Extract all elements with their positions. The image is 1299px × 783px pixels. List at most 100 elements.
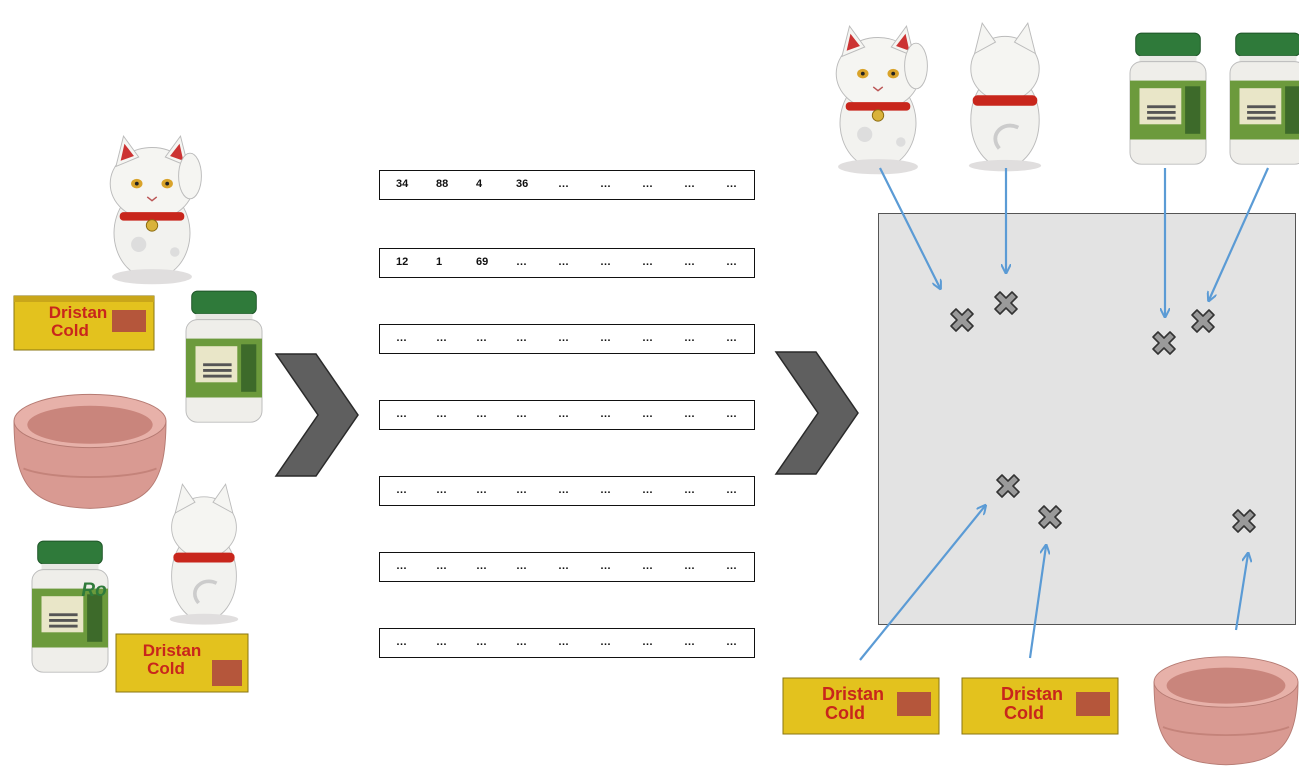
embedding-point (1152, 331, 1176, 355)
feature-vector-value: … (436, 560, 447, 572)
lucky-cat-front-image (109, 135, 203, 286)
feature-vector-value: … (600, 332, 611, 344)
feature-vector-value: … (726, 178, 737, 190)
box-small-label-line2: Cold (147, 659, 185, 678)
feature-vector-value: … (600, 636, 611, 648)
feature-vector-row: … … … … … … … … … (379, 628, 755, 658)
feature-vector-value: … (396, 636, 407, 648)
feature-vector-value: … (516, 332, 527, 344)
box-label-line2: Cold (51, 321, 89, 340)
feature-vector-value: … (476, 408, 487, 420)
input-objects-pile: Dristan Cold Ro Dristan Cold (13, 135, 263, 693)
feature-vector-value: … (726, 408, 737, 420)
feature-vector-value: … (684, 256, 695, 268)
feature-vector-value: … (726, 256, 737, 268)
feature-vector-value: 69 (476, 256, 489, 268)
feature-vector-value: … (436, 408, 447, 420)
feature-vector-value: … (558, 408, 569, 420)
feature-vector-value: … (600, 408, 611, 420)
feature-vector-value: 88 (436, 178, 449, 190)
feature-vector-value: … (600, 560, 611, 572)
feature-vector-value: … (558, 484, 569, 496)
box-bottom-label-line2: Cold (825, 703, 865, 723)
feature-vector-value: … (516, 636, 527, 648)
feature-vector-value: 12 (396, 256, 409, 268)
lucky-cat-back-image (168, 482, 240, 627)
chevron-right-icon-2 (775, 351, 859, 475)
feature-vector-value: … (558, 332, 569, 344)
feature-vector-value: … (436, 636, 447, 648)
feature-vector-value: … (516, 484, 527, 496)
feature-vector-value: … (436, 484, 447, 496)
feature-vector-value: … (642, 178, 653, 190)
bottle-label: Ro (81, 580, 106, 601)
feature-vector-value: … (476, 560, 487, 572)
feature-vector-value: 34 (396, 178, 409, 190)
feature-vector-value: … (558, 636, 569, 648)
cold-medicine-box-image: Dristan Cold (13, 295, 155, 351)
feature-vector-row: ……………………… (379, 476, 755, 506)
feature-vector-value: … (600, 484, 611, 496)
feature-vector-value: … (558, 560, 569, 572)
mapping-arrow (1209, 167, 1270, 300)
feature-vector-value: … (726, 484, 737, 496)
mapping-arrow (859, 506, 985, 661)
feature-vector-value: … (476, 636, 487, 648)
feature-vector-value: 4 (476, 178, 483, 190)
feature-vector-value: … (684, 408, 695, 420)
feature-vector-value: … (642, 560, 653, 572)
clay-pot-image (13, 393, 167, 510)
feature-vector-value: … (726, 332, 737, 344)
feature-vector-value: … (476, 332, 487, 344)
cold-medicine-box-bottom-image: Dristan Cold (782, 677, 940, 735)
feature-vector-row: ……………………… (379, 552, 755, 582)
feature-vector-value: … (684, 332, 695, 344)
embedding-point (950, 308, 974, 332)
mapping-arrow (1234, 554, 1248, 631)
feature-vector-value: … (642, 256, 653, 268)
cold-medicine-box-bottom-image-2: Dristan Cold (961, 677, 1119, 735)
clay-pot-bottom-image (1153, 655, 1299, 766)
feature-vector-value: … (600, 178, 611, 190)
lucky-cat-front-top-image (835, 25, 929, 176)
cold-medicine-box-small-image: Dristan Cold (115, 633, 249, 693)
feature-vector-value: … (516, 408, 527, 420)
mapping-arrows (859, 167, 1270, 661)
feature-vector-value: … (600, 256, 611, 268)
box-label-line1: Dristan (49, 303, 108, 322)
feature-vector-value: … (558, 256, 569, 268)
embedding-point (996, 474, 1020, 498)
feature-vector-value: … (642, 636, 653, 648)
feature-vector-value: … (396, 484, 407, 496)
embedding-space (878, 213, 1296, 625)
feature-vector-value: … (516, 560, 527, 572)
embedding-point (1191, 309, 1215, 333)
feature-vector-row: … … … … … … … … … (379, 400, 755, 430)
feature-vector-value: … (726, 636, 737, 648)
embedding-points (950, 291, 1256, 533)
feature-vector-value: 36 (516, 178, 529, 190)
feature-vector-value: … (396, 560, 407, 572)
vitamin-bottle-top-image (1129, 32, 1207, 165)
feature-vector-value: … (684, 636, 695, 648)
embedding-point (1232, 509, 1256, 533)
embedding-point (1038, 505, 1062, 529)
feature-vector-value: … (436, 332, 447, 344)
feature-vector-value: … (684, 484, 695, 496)
box-bottom2-label-line1: Dristan (1001, 684, 1063, 704)
feature-vector-value: … (516, 256, 527, 268)
vitamin-bottle-image (185, 290, 263, 423)
feature-vector-value: … (642, 332, 653, 344)
lucky-cat-back-top-image (967, 21, 1043, 174)
feature-vector-value: … (558, 178, 569, 190)
mapping-arrow (879, 167, 940, 288)
box-bottom2-label-line2: Cold (1004, 703, 1044, 723)
feature-vector-row: ……………………… (379, 324, 755, 354)
feature-vector-value: … (642, 408, 653, 420)
feature-vector-value: … (396, 408, 407, 420)
vitamin-bottle-top-image-2 (1229, 32, 1299, 165)
